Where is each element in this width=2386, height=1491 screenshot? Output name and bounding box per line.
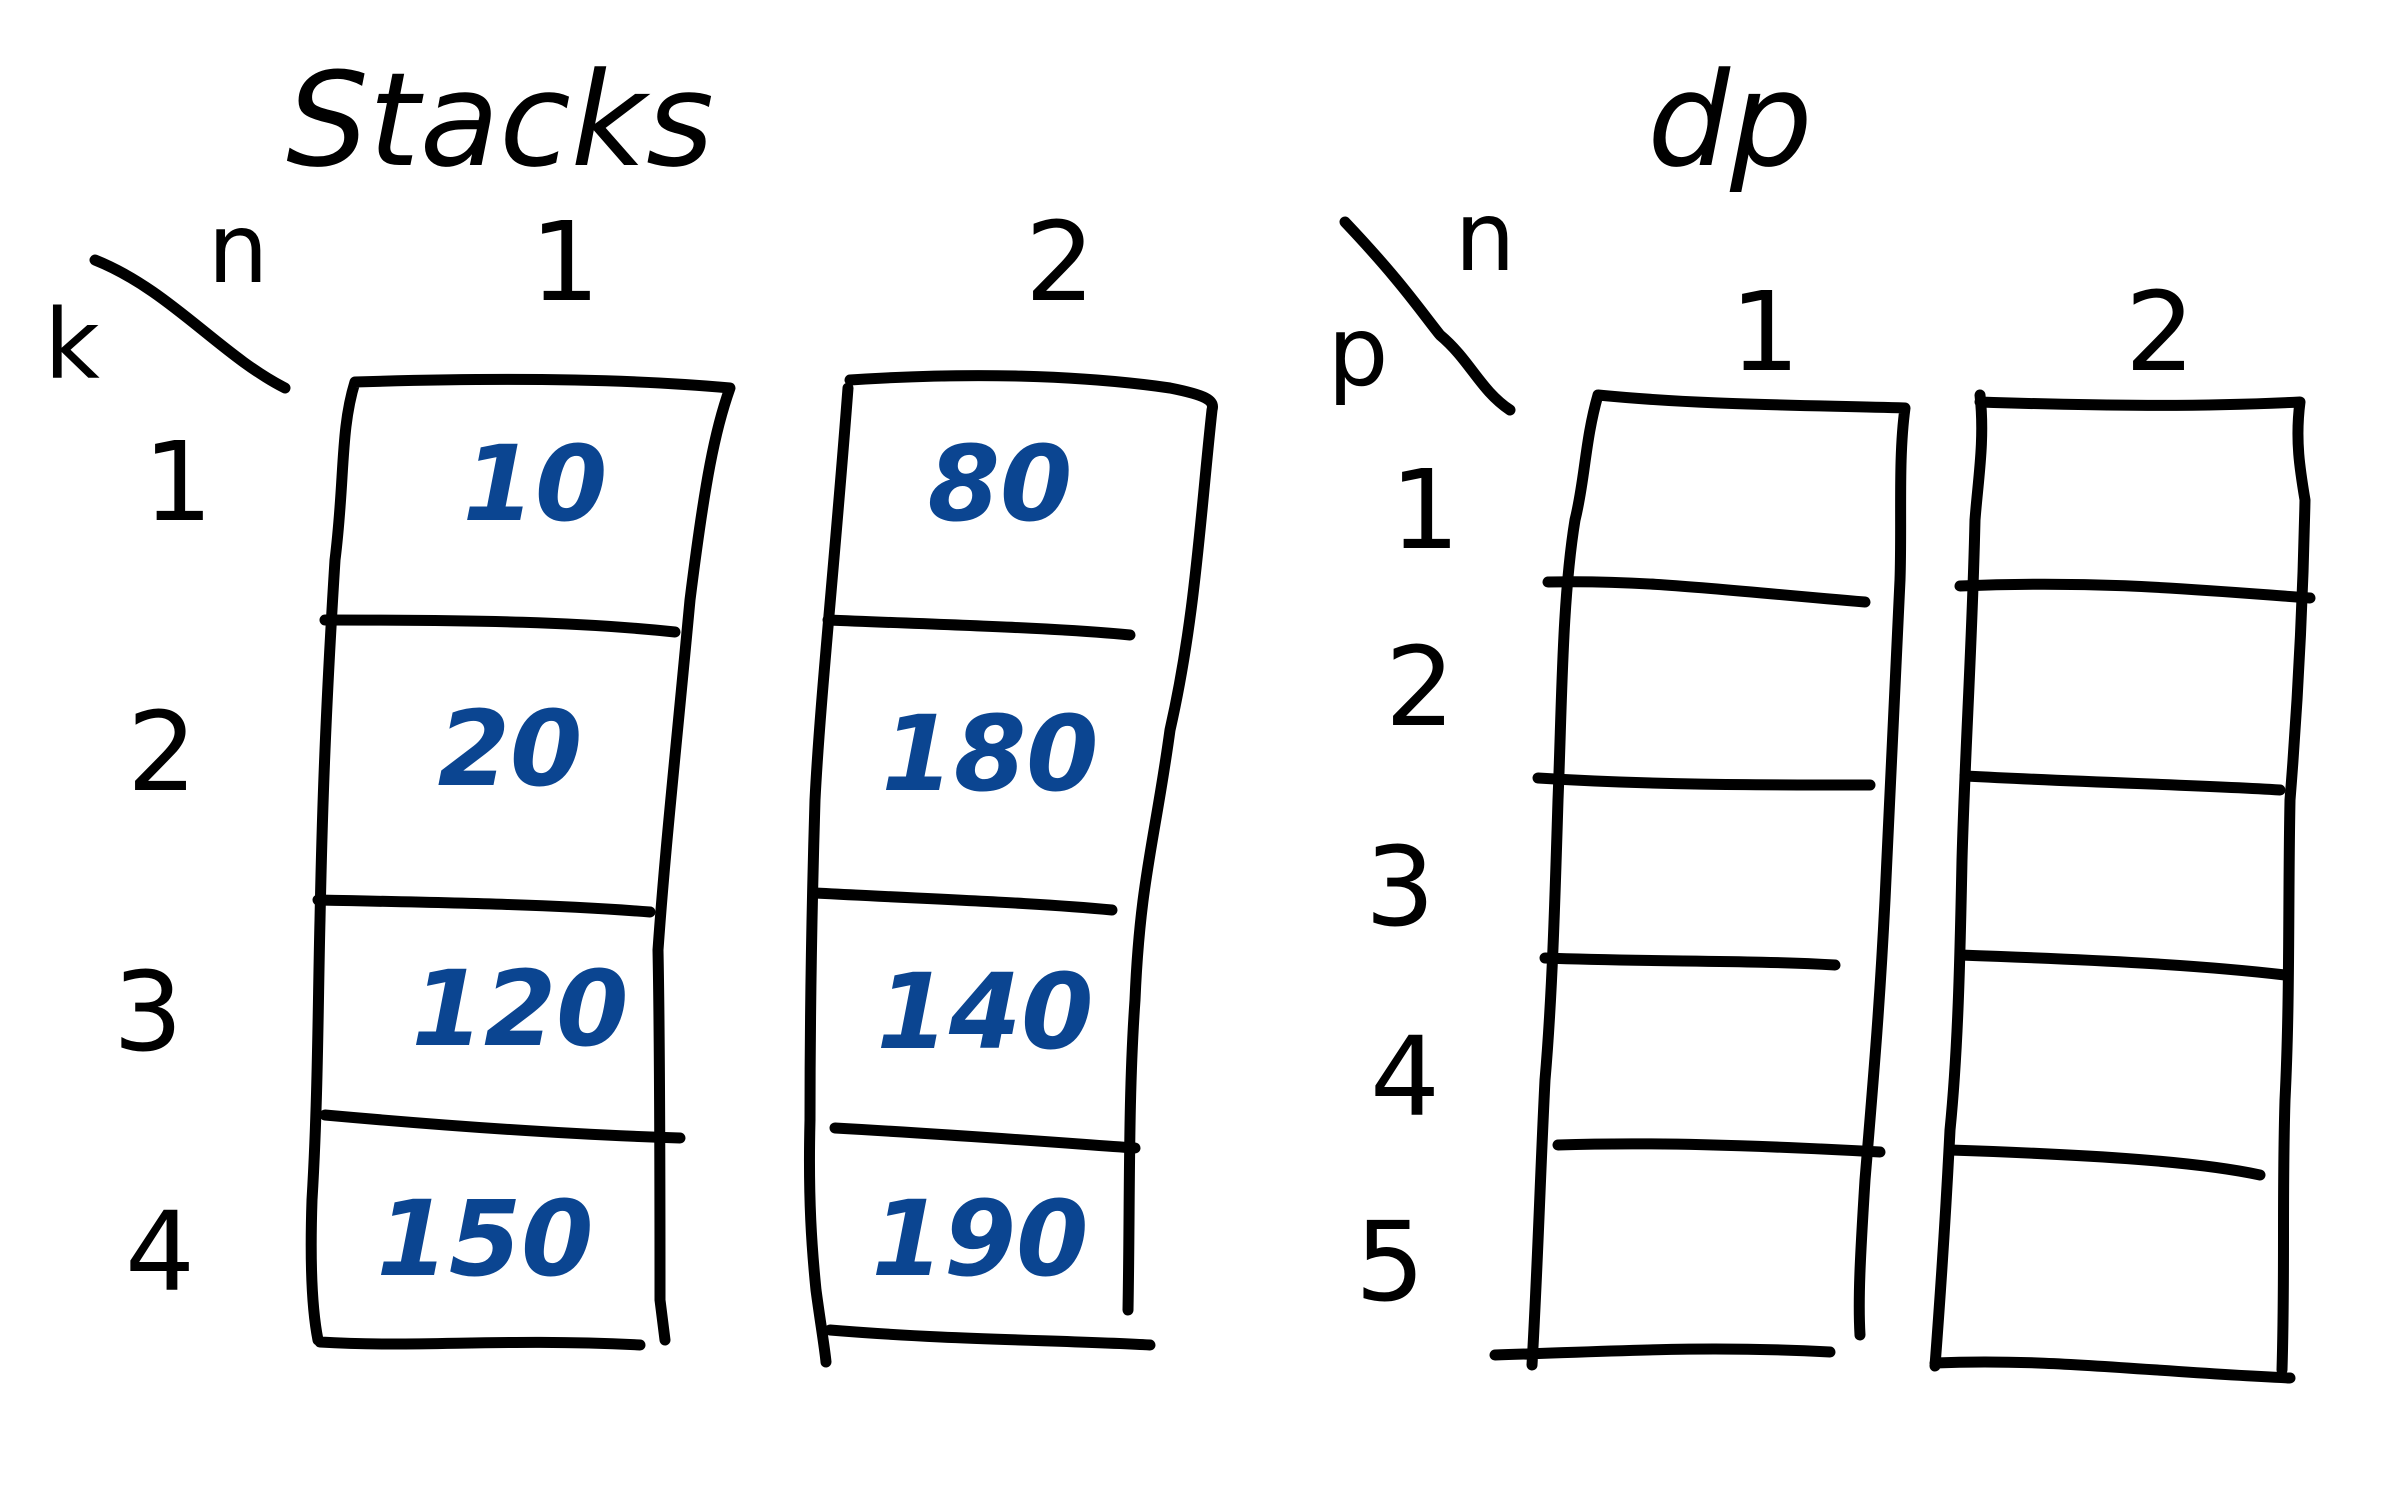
stacks-cell-r1-c1: 10 [463,423,608,545]
dp-axis-row-label: p [1328,296,1389,408]
dp-axis-col-label: n [1455,181,1516,293]
dp-col2-row-divider [1954,578,2316,604]
stacks-cell-r4-c1: 150 [376,1178,593,1300]
dp-col1-row-divider [1539,952,1841,971]
dp-col-header-2: 2 [2125,268,2195,396]
dp-col1-row-divider [1542,576,1871,608]
dp-title: dp [1647,44,1812,196]
dp-col2-row-divider [1959,770,2286,796]
dp-corner-diagonal [1339,216,1516,416]
stacks-col2-row-divider [809,887,1118,916]
stacks-col1-row-divider [312,894,656,918]
stacks-cell-r3-c2: 140 [876,951,1093,1073]
stacks-cell-r2-c1: 20 [438,688,583,810]
stacks-axis-col-label: n [208,193,269,305]
dp-row-header-1: 1 [1390,446,1460,574]
dp-col2-row-divider [1944,1144,2266,1181]
stacks-col1-row-divider [319,1109,686,1144]
dp-row-header-3: 3 [1365,823,1435,951]
stacks-col1-row-divider [319,614,681,638]
dp-col2-outline [1929,389,2311,1384]
stacks-cell-r1-c2: 80 [928,423,1073,545]
dp-col-header-1: 1 [1730,268,1800,396]
dp-col1-row-divider [1532,772,1876,791]
dp-row-header-2: 2 [1385,623,1455,751]
dp-col1-row-divider [1552,1138,1886,1158]
stacks-cell-r2-c2: 180 [881,693,1098,815]
stacks-cell-r4-c2: 190 [871,1178,1088,1300]
stacks-table: Stacks k n 1 2 1 2 3 4 10 80 20 180 120 … [44,44,1218,1368]
stacks-row-header-1: 1 [143,418,213,546]
stacks-cell-r3-c1: 120 [411,948,628,1070]
stacks-row-header-2: 2 [127,688,197,816]
stacks-col-header-1: 1 [530,198,600,326]
dp-col2-row-divider [1954,949,2291,981]
stacks-row-header-3: 3 [113,948,183,1076]
dp-row-header-5: 5 [1355,1198,1425,1326]
stacks-col2-row-divider [829,1122,1141,1154]
stacks-col-header-2: 2 [1025,198,1095,326]
stacks-corner-diagonal [89,254,291,394]
dp-table: dp p n 1 2 1 2 3 4 5 [1328,44,2316,1384]
stacks-col2-row-divider [822,614,1136,641]
dp-row-header-4: 4 [1370,1013,1440,1141]
stacks-row-header-4: 4 [125,1188,195,1316]
stacks-axis-row-label: k [44,289,100,401]
dp-col1-outline [1489,389,1911,1371]
stacks-title: Stacks [286,44,714,196]
